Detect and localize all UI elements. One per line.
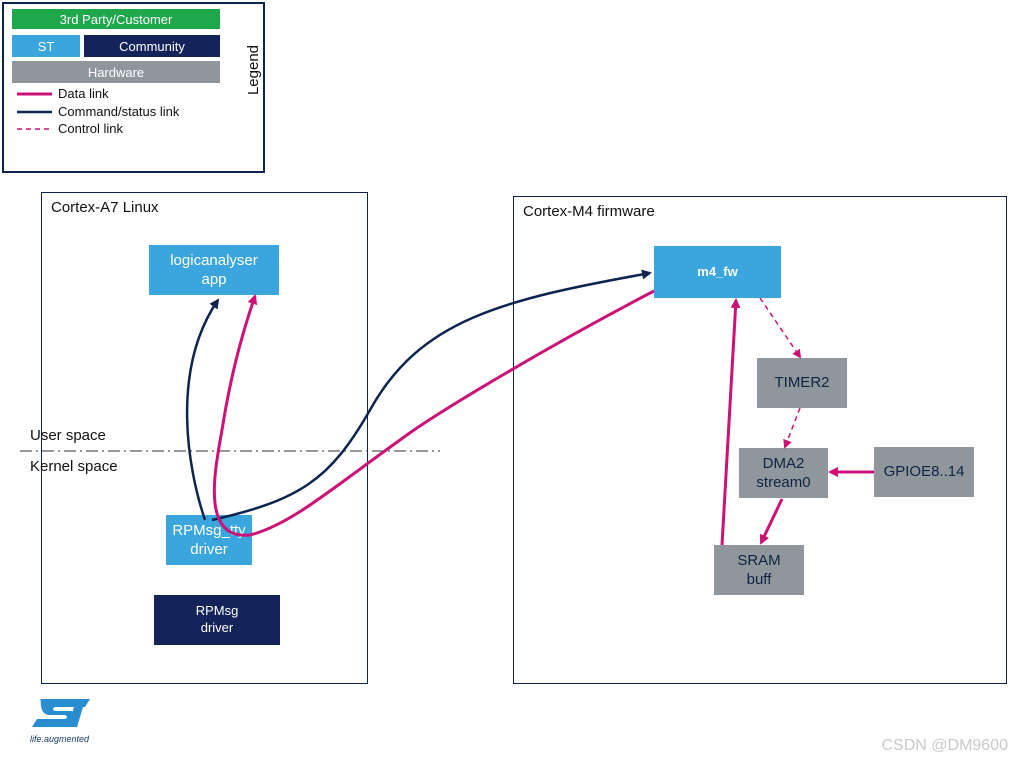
command-link-tty-to-app (185, 298, 220, 521)
cortex-m4-firmware-region: Cortex-M4 firmware (513, 196, 1007, 684)
control-link-m4fw-to-timer2 (759, 297, 802, 359)
sram-buff-label: SRAM buff (737, 551, 781, 589)
timer2-label: TIMER2 (774, 374, 830, 392)
cortex-a7-linux-title: Cortex-A7 Linux (51, 199, 159, 216)
logicanalyser-app-block: logicanalyser app (149, 245, 279, 295)
kernel-space-label: Kernel space (30, 458, 118, 475)
timer2-block: TIMER2 (757, 358, 847, 408)
st-logo: life.augmented (30, 697, 100, 744)
gpioe-block: GPIOE8..14 (874, 447, 974, 497)
dma2-stream0-block: DMA2 stream0 (739, 448, 828, 498)
dma2-stream0-label: DMA2 stream0 (756, 454, 811, 492)
control-link-timer2-to-dma2 (783, 407, 801, 449)
legend-command-link-label: Command/status link (58, 104, 180, 119)
legend-third-party-tag: 3rd Party/Customer (12, 9, 220, 29)
m4-fw-label: m4_fw (697, 263, 738, 279)
m4-fw-block: m4_fw (654, 246, 781, 298)
data-link-tty-to-app (212, 294, 258, 537)
legend-data-link-label: Data link (58, 86, 109, 101)
gpioe-label: GPIOE8..14 (883, 463, 965, 481)
rpmsg-driver-block: RPMsg driver (154, 595, 280, 645)
cortex-m4-firmware-title: Cortex-M4 firmware (523, 203, 655, 220)
sram-buff-block: SRAM buff (714, 545, 804, 595)
legend-community-tag: Community (84, 35, 220, 57)
rpmsg-driver-label: RPMsg driver (195, 603, 239, 635)
rpmsg-tty-driver-block: RPMsg_tty driver (166, 515, 252, 565)
data-link-m4fw-to-tty (249, 289, 655, 537)
rpmsg-tty-driver-label: RPMsg_tty driver (172, 521, 246, 559)
legend-hardware-tag: Hardware (12, 61, 220, 83)
user-space-label: User space (30, 427, 106, 444)
logicanalyser-app-label: logicanalyser app (170, 251, 258, 289)
st-logo-tagline: life.augmented (30, 734, 90, 744)
command-link-tty-to-m4fw (211, 269, 652, 522)
csdn-watermark: CSDN @DM9600 (881, 737, 1009, 754)
legend-link-swatches (17, 92, 52, 130)
legend-st-tag: ST (12, 35, 80, 57)
cortex-a7-linux-region: Cortex-A7 Linux (41, 192, 368, 684)
legend-panel: 3rd Party/Customer ST Community Hardware… (2, 2, 265, 173)
st-logo-mark (32, 699, 90, 727)
data-link-dma2-to-sram (759, 498, 784, 545)
legend-control-link-label: Control link (58, 121, 124, 136)
data-link-sram-to-m4fw (720, 298, 741, 546)
